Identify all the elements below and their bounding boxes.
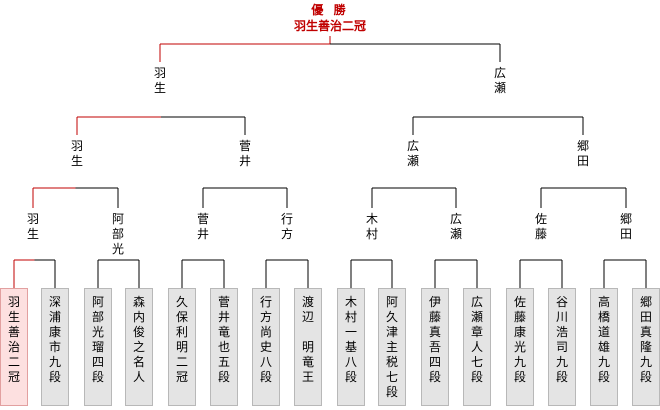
r16-label-6: 広 瀬: [449, 212, 462, 241]
player-box-16: 郷 田 真 隆 九 段: [632, 288, 660, 406]
player-box-3: 阿 部 光 瑠 四 段: [84, 288, 112, 406]
player-box-2: 深 浦 康 市 九 段: [41, 288, 69, 406]
quarter-label-2: 菅 井: [238, 139, 251, 168]
player-box-13: 佐 藤 康 光 九 段: [506, 288, 534, 406]
winner-name: 羽生善治二冠: [293, 19, 366, 33]
quarter-label-1: 羽 生: [70, 139, 83, 168]
player-box-9: 木 村 一 基 八 段: [337, 288, 365, 406]
semi-label-2: 広 瀬: [493, 66, 506, 95]
winner-title: 優 勝: [311, 3, 349, 17]
player-box-5: 久 保 利 明 二 冠: [168, 288, 196, 406]
r16-label-8: 郷 田: [619, 212, 632, 241]
semi-label-1: 羽 生: [153, 66, 166, 95]
player-box-1: 羽 生 善 治 二 冠: [0, 288, 28, 406]
player-box-6: 菅 井 竜 也 五 段: [210, 288, 238, 406]
player-box-10: 阿 久 津 主 税 七 段: [378, 288, 406, 406]
player-box-12: 広 瀬 章 人 七 段: [463, 288, 491, 406]
player-box-7: 行 方 尚 史 八 段: [252, 288, 280, 406]
quarter-label-4: 郷 田: [576, 139, 589, 168]
r16-label-3: 菅 井: [196, 212, 209, 241]
quarter-label-3: 広 瀬: [406, 139, 419, 168]
player-box-14: 谷 川 浩 司 九 段: [548, 288, 576, 406]
player-box-8: 渡 辺 明 竜 王: [294, 288, 322, 406]
player-box-15: 高 橋 道 雄 九 段: [590, 288, 618, 406]
r16-label-5: 木 村: [365, 212, 378, 241]
r16-label-2: 阿 部 光: [111, 212, 124, 256]
player-box-4: 森 内 俊 之 名 人: [125, 288, 153, 406]
r16-label-4: 行 方: [280, 212, 293, 241]
player-box-11: 伊 藤 真 吾 四 段: [421, 288, 449, 406]
r16-label-7: 佐 藤: [534, 212, 547, 241]
r16-label-1: 羽 生: [26, 212, 39, 241]
